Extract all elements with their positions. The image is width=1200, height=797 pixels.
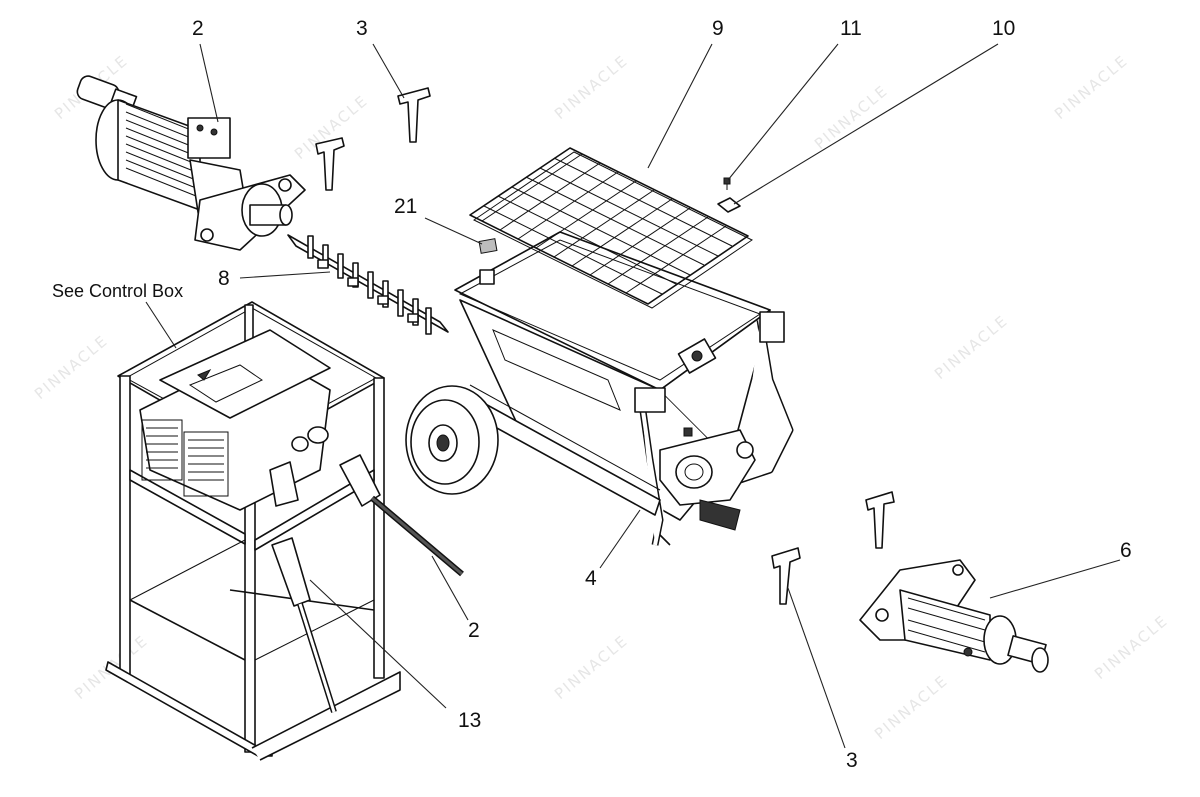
control-box-frame bbox=[105, 301, 401, 761]
power-plug-cable bbox=[339, 454, 464, 577]
leader-lines bbox=[145, 43, 1121, 749]
watermark-text: PINNACLE bbox=[811, 81, 892, 153]
warning-label bbox=[478, 238, 498, 254]
pump-assembly bbox=[859, 559, 1049, 673]
callout-4: 4 bbox=[585, 567, 597, 590]
callout-3: 3 bbox=[846, 749, 858, 772]
callout-21: 21 bbox=[394, 195, 418, 218]
watermark-text: PINNACLE bbox=[31, 331, 112, 403]
motor-assembly bbox=[76, 75, 306, 251]
callout-11: 11 bbox=[840, 17, 862, 40]
wedge-pin bbox=[397, 87, 431, 143]
screw bbox=[723, 177, 731, 190]
callout-2: 2 bbox=[468, 619, 480, 642]
callout-9: 9 bbox=[712, 17, 724, 40]
watermark-text: PINNACLE bbox=[1051, 51, 1132, 123]
callout-2: 2 bbox=[192, 17, 204, 40]
callout-6: 6 bbox=[1120, 539, 1132, 562]
wedge-pin bbox=[315, 137, 345, 191]
socket-plug bbox=[269, 461, 337, 713]
watermark-text: PINNACLE bbox=[871, 671, 952, 743]
hopper bbox=[405, 231, 794, 546]
safety-grid bbox=[469, 147, 753, 309]
callout-see-control-box: See Control Box bbox=[52, 281, 184, 301]
callout-3: 3 bbox=[356, 17, 368, 40]
watermark-text: PINNACLE bbox=[931, 311, 1012, 383]
wedge-pin bbox=[865, 491, 895, 549]
watermark-text: PINNACLE bbox=[1091, 611, 1172, 683]
callout-10: 10 bbox=[992, 17, 1016, 40]
callout-13: 13 bbox=[458, 709, 482, 732]
paddle-shaft bbox=[287, 234, 449, 335]
watermark-text: PINNACLE bbox=[551, 631, 632, 703]
watermark-text: PINNACLE bbox=[551, 51, 632, 123]
latch-plate bbox=[717, 197, 741, 213]
callout-8: 8 bbox=[218, 267, 230, 290]
wedge-pin bbox=[771, 547, 801, 605]
